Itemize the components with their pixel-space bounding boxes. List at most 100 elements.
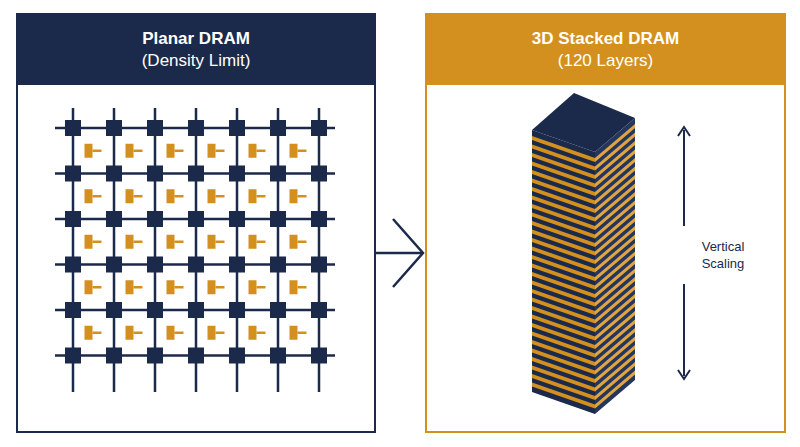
capacitor-lead [134,241,143,244]
transistor-node [65,348,81,364]
transistor-node [311,120,327,136]
arrow-head [393,219,423,287]
capacitor-cell [249,280,257,294]
arrow-head [678,127,690,136]
capacitor-lead [298,286,307,289]
capacitor-lead [134,286,143,289]
capacitor-cell [208,144,216,158]
dimension-line [683,284,685,376]
capacitor-cell [167,280,175,294]
capacitor-cell [126,235,134,249]
transistor-node [147,302,163,318]
capacitor-lead [298,195,307,198]
capacitor-lead [175,150,184,153]
header-band: Planar DRAM(Density Limit) [18,15,374,85]
panel-subtitle: (120 Layers) [558,50,653,72]
transistor-node [106,211,122,227]
capacitor-lead [134,150,143,153]
layer-stripe [595,362,635,400]
dimension-line [683,130,685,226]
tower-left-face [532,130,595,414]
capacitor-cell [126,144,134,158]
capacitor-lead [93,150,102,153]
capacitor-cell [208,235,216,249]
capacitor-lead [175,195,184,198]
capacitor-cell [167,144,175,158]
panel-title: Planar DRAM [142,28,250,50]
capacitor-cell [167,326,175,340]
capacitor-cell [85,235,93,249]
capacitor-cell [208,189,216,203]
transistor-node [270,166,286,182]
transistor-node [270,120,286,136]
transistor-node [229,348,245,364]
transistor-node [229,120,245,136]
capacitor-cell [85,326,93,340]
capacitor-cell [290,326,298,340]
capacitor-cell [85,280,93,294]
capacitor-lead [216,195,225,198]
transistor-node [188,211,204,227]
planar-panel: Planar DRAM(Density Limit) [16,13,376,433]
capacitor-lead [93,332,102,335]
transistor-node [229,166,245,182]
capacitor-cell [126,326,134,340]
capacitor-cell [208,280,216,294]
panel-subtitle: (Density Limit) [142,50,251,72]
transistor-node [147,348,163,364]
transistor-node [65,257,81,273]
transistor-node [106,257,122,273]
transistor-node [65,120,81,136]
layer-stripe [595,371,635,409]
capacitor-cell [249,326,257,340]
transistor-node [229,302,245,318]
dimension-label: Vertical Scaling [690,236,756,274]
capacitor-lead [175,332,184,335]
capacitor-lead [257,286,266,289]
arrow-shaft [376,252,422,255]
tower-right-face [595,118,635,414]
capacitor-lead [298,150,307,153]
transistor-node [147,211,163,227]
transistor-node [270,348,286,364]
capacitor-lead [298,332,307,335]
capacitor-cell [290,189,298,203]
capacitor-lead [298,241,307,244]
transistor-node [188,120,204,136]
capacitor-lead [93,195,102,198]
transistor-node [311,166,327,182]
capacitor-lead [257,150,266,153]
transistor-node [270,257,286,273]
capacitor-lead [257,195,266,198]
capacitor-cell [249,235,257,249]
transistor-node [65,166,81,182]
transistor-node [188,348,204,364]
capacitor-lead [257,241,266,244]
capacitor-cell [85,189,93,203]
transistor-node [65,211,81,227]
transistor-node [188,166,204,182]
capacitor-cell [290,235,298,249]
transistor-node [106,348,122,364]
transistor-node [270,211,286,227]
header-band: 3D Stacked DRAM(120 Layers) [427,15,784,85]
capacitor-lead [175,241,184,244]
capacitor-lead [257,332,266,335]
capacitor-lead [216,150,225,153]
capacitor-cell [126,189,134,203]
capacitor-cell [290,144,298,158]
stacked-panel: 3D Stacked DRAM(120 Layers) [425,13,786,433]
transistor-node [270,302,286,318]
transistor-node [311,211,327,227]
capacitor-lead [93,286,102,289]
flow-arrow [376,219,423,287]
transistor-node [147,166,163,182]
transistor-node [311,302,327,318]
arrow-head [678,370,690,379]
capacitor-cell [290,280,298,294]
capacitor-lead [216,286,225,289]
capacitor-lead [175,286,184,289]
transistor-node [229,211,245,227]
capacitor-cell [167,235,175,249]
transistor-node [147,120,163,136]
